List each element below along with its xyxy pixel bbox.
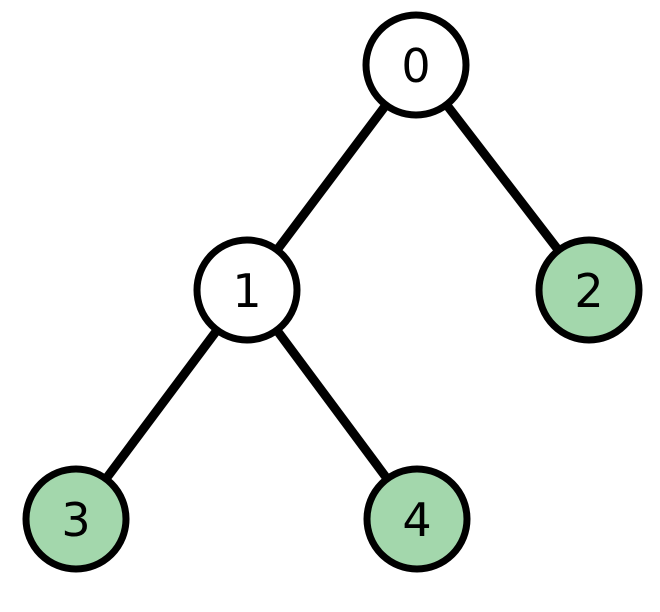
node-1-circle[interactable] (193, 236, 301, 344)
node-3-circle[interactable] (22, 465, 130, 573)
node-2-circle[interactable] (535, 236, 643, 344)
node-2-label: 2 (574, 264, 603, 318)
node-3-label: 3 (61, 493, 90, 547)
node-0-circle[interactable] (362, 11, 470, 119)
node-2[interactable]: 2 (535, 236, 643, 344)
node-0[interactable]: 0 (362, 11, 470, 119)
node-4-label: 4 (402, 493, 431, 547)
nodes-group: 0 1 2 3 4 (22, 11, 643, 573)
node-3[interactable]: 3 (22, 465, 130, 573)
node-4[interactable]: 4 (363, 465, 471, 573)
node-1[interactable]: 1 (193, 236, 301, 344)
edges-group (72, 62, 593, 522)
node-1-label: 1 (232, 264, 261, 318)
node-4-circle[interactable] (363, 465, 471, 573)
node-0-label: 0 (401, 39, 430, 93)
